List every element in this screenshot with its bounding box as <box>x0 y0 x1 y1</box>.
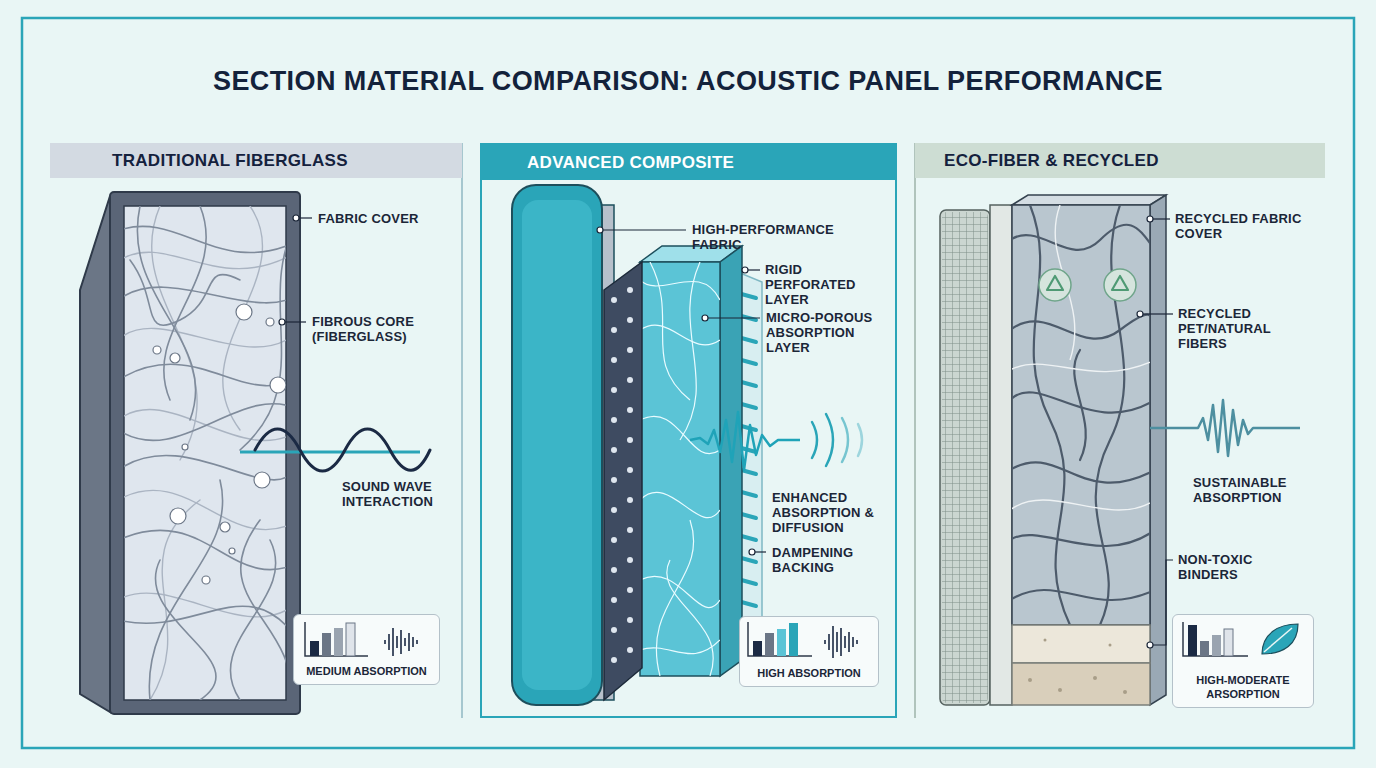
callout-label: RIGID PERFORATED LAYER <box>765 262 870 307</box>
rating-label: HIGH-MODERATE ARSORPTION <box>1181 673 1305 701</box>
leader-lines <box>279 215 312 325</box>
rating-label: HIGH ABSORPTION <box>757 666 861 680</box>
callout-label: FIBROUS CORE (FIBERGLASS) <box>312 314 437 344</box>
column-heading: ADVANCED COMPOSITE <box>482 145 895 180</box>
callout-label: MICRO-POROUS ABSORPTION LAYER <box>766 310 880 355</box>
callout-label: RECYCLED PET/NATURAL FIBERS <box>1178 306 1300 351</box>
material-column: ADVANCED COMPOSITE HIGH ABSORPTION <box>480 143 897 718</box>
callout-label: FABRIC COVER <box>318 211 458 226</box>
column-heading: ECO-FIBER & RECYCLED <box>915 143 1325 178</box>
callout-label: HIGH-PERFORMANCE FABRIC <box>692 222 850 252</box>
leader-lines <box>1137 216 1173 648</box>
column-heading: TRADITIONAL FIBERGLASS <box>50 143 462 178</box>
leader-lines <box>597 227 766 555</box>
rating-box: HIGH ABSORPTION <box>739 616 879 687</box>
rating-box: HIGH-MODERATE ARSORPTION <box>1172 614 1314 708</box>
outer-frame <box>22 18 1354 748</box>
callout-label: SOUND WAVE INTERACTION <box>342 479 457 509</box>
callout-label: SUSTAINABLE ABSORPTION <box>1193 475 1311 505</box>
rating-label: MEDIUM ABSORPTION <box>306 664 427 678</box>
material-column: ECO-FIBER & RECYCLED HIGH-MODERATE ARSORP… <box>915 143 1325 718</box>
callout-label: NON-TOXIC BINDERS <box>1178 552 1288 582</box>
material-column: TRADITIONAL FIBERGLASS MEDIUM ABSORPTION <box>50 143 462 718</box>
callout-label: RECYCLED FABRIC COVER <box>1175 211 1305 241</box>
callout-label: DAMPENING BACKING <box>772 545 877 575</box>
rating-box: MEDIUM ABSORPTION <box>293 614 440 685</box>
diagram-title: SECTION MATERIAL COMPARISON: ACOUSTIC PA… <box>0 66 1376 97</box>
callout-label: ENHANCED ABSORPTION & DIFFUSION <box>772 490 878 535</box>
